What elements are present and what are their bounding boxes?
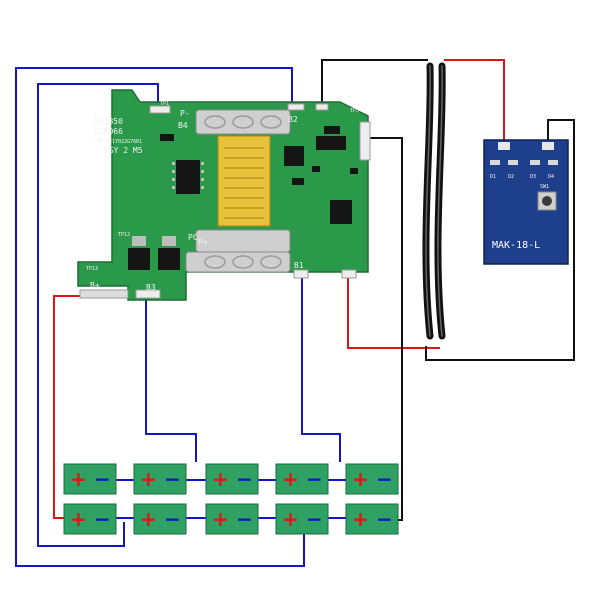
led-label-d3: D3	[530, 174, 536, 180]
mosfet	[158, 248, 180, 270]
model-line-1: MT1850	[94, 117, 123, 126]
led-label-d4: D4	[548, 174, 554, 180]
battery-cell: +−	[345, 463, 399, 495]
battery-cell: +−	[63, 463, 117, 495]
cell-minus-sign: −	[376, 467, 393, 491]
output-leads	[422, 62, 446, 340]
battery-cell: +−	[275, 503, 329, 535]
cell-minus-sign: −	[306, 467, 323, 491]
model-line-2: GS8066	[94, 127, 123, 136]
ic-chip	[176, 160, 200, 194]
label-p-plus: P+	[198, 238, 208, 247]
battery-cell: +−	[133, 503, 187, 535]
led-d2	[508, 160, 518, 165]
wire-b1	[301, 276, 341, 462]
cell-plus-sign: +	[352, 507, 369, 531]
label-tp12: TP12	[118, 232, 130, 238]
cell-body	[345, 503, 399, 535]
cell-minus-sign: −	[236, 507, 253, 531]
cell-minus-sign: −	[164, 507, 181, 531]
led-d1	[490, 160, 500, 165]
ic-chip	[330, 200, 352, 224]
indicator-model-label: MAK-18-L	[492, 240, 540, 251]
cell-body	[275, 463, 329, 495]
cell-minus-sign: −	[164, 467, 181, 491]
battery-cell: +−	[345, 503, 399, 535]
cell-minus-sign: −	[236, 467, 253, 491]
cell-minus-sign: −	[306, 507, 323, 531]
cell-body	[63, 463, 117, 495]
wire-p-plus-out	[444, 59, 505, 148]
indicator-pad-plus	[498, 142, 510, 150]
label-pc: PC	[188, 233, 198, 242]
label-b1: B1	[294, 261, 304, 270]
led-label-d1: D1	[490, 174, 496, 180]
indicator-pad-minus	[542, 142, 554, 150]
label-tp13: TP13	[86, 266, 98, 272]
battery-cell: +−	[205, 503, 259, 535]
led-d4	[548, 160, 558, 165]
cell-body	[63, 503, 117, 535]
battery-cell: +−	[205, 463, 259, 495]
label-p-minus: P-	[180, 109, 190, 118]
indicator-board: D1 D2 D3 D4 SW1 MAK-18-L	[483, 139, 569, 265]
pad-b-minus	[359, 121, 371, 161]
wire-p-minus	[321, 59, 428, 108]
led-label-d2: D2	[508, 174, 514, 180]
wire-b4	[15, 67, 305, 567]
cell-body	[205, 503, 259, 535]
battery-cell: +−	[275, 463, 329, 495]
main-connector	[217, 135, 271, 227]
pad-b2	[287, 103, 305, 111]
label-b2: B2	[288, 115, 298, 124]
cell-body	[275, 503, 329, 535]
ic-chip	[316, 136, 346, 150]
model-line-3: LTH2021Y022G76R1	[94, 139, 142, 145]
cell-body	[133, 463, 187, 495]
cell-minus-sign: −	[94, 507, 111, 531]
cell-plus-sign: +	[352, 467, 369, 491]
wire-led-minus	[425, 119, 575, 361]
cell-plus-sign: +	[282, 507, 299, 531]
wire-b2	[37, 83, 159, 547]
battery-cell: +−	[133, 463, 187, 495]
led-d3	[530, 160, 540, 165]
label-tp1: TP1	[160, 101, 169, 107]
pad-b3	[135, 289, 161, 299]
wire-led-plus	[347, 276, 440, 349]
cell-plus-sign: +	[140, 467, 157, 491]
wire-b-minus	[368, 137, 403, 521]
cell-body	[205, 463, 259, 495]
switch-label: SW1	[540, 184, 549, 190]
pad-led	[341, 269, 357, 279]
mosfet	[128, 248, 150, 270]
cell-plus-sign: +	[140, 507, 157, 531]
pad-b1	[293, 269, 309, 279]
pad-p-minus	[315, 103, 329, 111]
pad-b-plus	[79, 289, 129, 299]
ic-chip	[284, 146, 304, 166]
cell-body	[345, 463, 399, 495]
cell-plus-sign: +	[212, 467, 229, 491]
pad-b4	[149, 105, 171, 114]
bms-board: MT1850 GS8066 LTH2021Y022G76R1 XSY 2 M5 …	[77, 89, 371, 301]
cell-body	[133, 503, 187, 535]
cell-minus-sign: −	[94, 467, 111, 491]
label-tp5: TP5	[350, 108, 359, 114]
battery-cells: +−+−+−+−+−+−+−+−+−+−	[63, 463, 399, 535]
cell-minus-sign: −	[376, 507, 393, 531]
cell-plus-sign: +	[70, 507, 87, 531]
cell-plus-sign: +	[70, 467, 87, 491]
label-b4: B4	[178, 121, 188, 130]
model-line-4: XSY 2 M5	[104, 146, 143, 155]
switch-button-icon	[542, 196, 552, 206]
label-b-plus: B+	[90, 281, 100, 290]
wire-b3	[145, 298, 197, 462]
label-b3: B3	[146, 283, 156, 292]
cell-plus-sign: +	[212, 507, 229, 531]
cell-plus-sign: +	[282, 467, 299, 491]
battery-cell: +−	[63, 503, 117, 535]
